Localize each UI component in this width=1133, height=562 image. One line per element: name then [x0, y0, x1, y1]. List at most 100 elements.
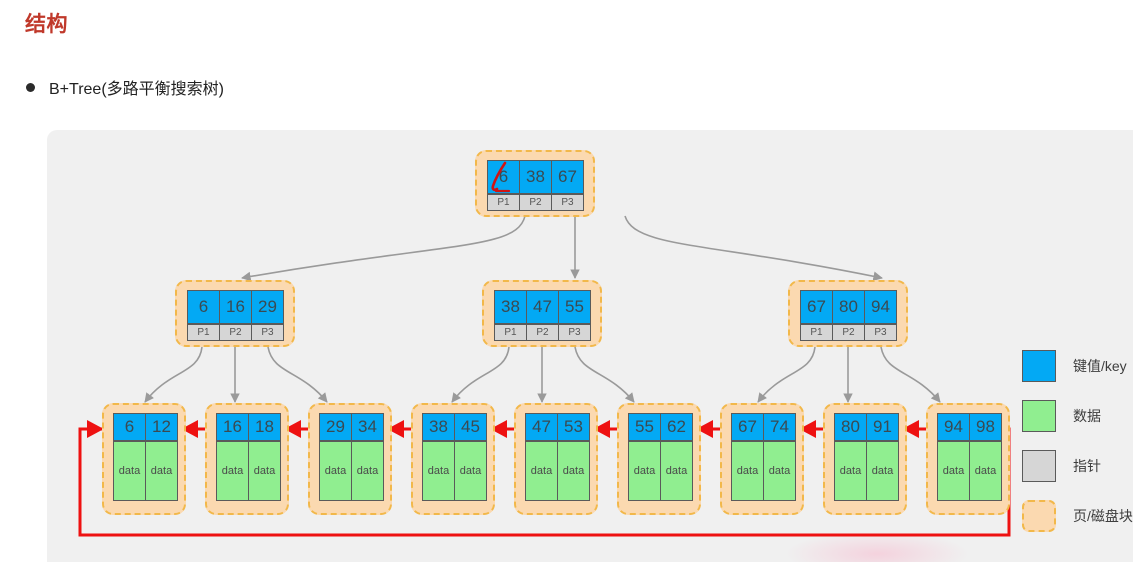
internal-key-cell[interactable]: 6 [187, 290, 220, 324]
leaf-data-cell[interactable]: data [145, 441, 178, 501]
leaf-key-row: 47 53 [525, 413, 590, 441]
leaf-key-cell[interactable]: 80 [834, 413, 867, 441]
internal-key-cell[interactable]: 55 [558, 290, 591, 324]
btree-leaf-node[interactable]: 38 45 data data [411, 403, 495, 515]
leaf-data-row: data data [319, 441, 384, 501]
leaf-data-row: data data [937, 441, 1002, 501]
btree-leaf-node[interactable]: 16 18 data data [205, 403, 289, 515]
btree-internal-node[interactable]: 6 16 29 P1 P2 P3 [175, 280, 295, 347]
leaf-key-cell[interactable]: 62 [660, 413, 693, 441]
internal-pointer-row: P1 P2 P3 [800, 324, 897, 341]
leaf-data-cell[interactable]: data [731, 441, 764, 501]
root-pointer-cell[interactable]: P3 [551, 194, 584, 211]
leaf-data-cell[interactable]: data [248, 441, 281, 501]
root-key-cell[interactable]: 38 [519, 160, 552, 194]
leaf-data-cell[interactable]: data [937, 441, 970, 501]
leaf-data-cell[interactable]: data [422, 441, 455, 501]
leaf-key-cell[interactable]: 45 [454, 413, 487, 441]
leaf-data-cell[interactable]: data [525, 441, 558, 501]
leaf-data-cell[interactable]: data [628, 441, 661, 501]
page-title: 结构 [25, 13, 68, 36]
bullet-list-item: B+Tree(多路平衡搜索树) [26, 75, 224, 99]
internal-key-cell[interactable]: 67 [800, 290, 833, 324]
leaf-key-cell[interactable]: 67 [731, 413, 764, 441]
internal-to-leaf-connectors [144, 346, 941, 403]
leaf-data-cell[interactable]: data [660, 441, 693, 501]
leaf-data-cell[interactable]: data [834, 441, 867, 501]
internal-key-cell[interactable]: 47 [526, 290, 559, 324]
leaf-key-row: 6 12 [113, 413, 178, 441]
data-color-swatch [1022, 400, 1056, 432]
leaf-data-cell[interactable]: data [866, 441, 899, 501]
leaf-key-row: 55 62 [628, 413, 693, 441]
leaf-data-cell[interactable]: data [557, 441, 590, 501]
btree-leaf-node[interactable]: 47 53 data data [514, 403, 598, 515]
leaf-data-row: data data [216, 441, 281, 501]
leaf-key-cell[interactable]: 98 [969, 413, 1002, 441]
leaf-key-cell[interactable]: 53 [557, 413, 590, 441]
leaf-key-cell[interactable]: 29 [319, 413, 352, 441]
legend-label: 键值/key [1073, 358, 1127, 374]
btree-leaf-node[interactable]: 94 98 data data [926, 403, 1010, 515]
internal-pointer-cell[interactable]: P2 [526, 324, 559, 341]
leaf-key-cell[interactable]: 47 [525, 413, 558, 441]
internal-pointer-cell[interactable]: P2 [219, 324, 252, 341]
root-to-internal-connectors [241, 215, 883, 282]
internal-pointer-cell[interactable]: P3 [864, 324, 897, 341]
legend-item-data: 数据 [1022, 400, 1133, 432]
key-color-swatch [1022, 350, 1056, 382]
legend-label: 指针 [1073, 458, 1101, 474]
btree-leaf-node[interactable]: 80 91 data data [823, 403, 907, 515]
internal-key-cell[interactable]: 38 [494, 290, 527, 324]
pointer-color-swatch [1022, 450, 1056, 482]
leaf-data-cell[interactable]: data [113, 441, 146, 501]
leaf-key-cell[interactable]: 16 [216, 413, 249, 441]
btree-leaf-node[interactable]: 67 74 data data [720, 403, 804, 515]
legend: 键值/key 数据 指针 页/磁盘块 [1022, 350, 1133, 532]
leaf-data-cell[interactable]: data [351, 441, 384, 501]
btree-internal-node[interactable]: 38 47 55 P1 P2 P3 [482, 280, 602, 347]
leaf-key-cell[interactable]: 38 [422, 413, 455, 441]
leaf-key-cell[interactable]: 94 [937, 413, 970, 441]
internal-key-cell[interactable]: 80 [832, 290, 865, 324]
btree-root-node[interactable]: 6 38 67 P1 P2 P3 [475, 150, 595, 217]
root-pointer-cell[interactable]: P1 [487, 194, 520, 211]
internal-key-cell[interactable]: 94 [864, 290, 897, 324]
root-key-row: 6 38 67 [487, 160, 584, 194]
leaf-key-cell[interactable]: 6 [113, 413, 146, 441]
internal-key-cell[interactable]: 29 [251, 290, 284, 324]
leaf-key-cell[interactable]: 18 [248, 413, 281, 441]
leaf-key-cell[interactable]: 74 [763, 413, 796, 441]
leaf-key-cell[interactable]: 34 [351, 413, 384, 441]
leaf-data-row: data data [628, 441, 693, 501]
leaf-key-row: 38 45 [422, 413, 487, 441]
internal-pointer-cell[interactable]: P3 [558, 324, 591, 341]
root-pointer-cell[interactable]: P2 [519, 194, 552, 211]
btree-leaf-node[interactable]: 6 12 data data [102, 403, 186, 515]
root-key-cell[interactable]: 6 [487, 160, 520, 194]
legend-label: 页/磁盘块 [1073, 508, 1133, 524]
leaf-key-cell[interactable]: 12 [145, 413, 178, 441]
btree-internal-node[interactable]: 67 80 94 P1 P2 P3 [788, 280, 908, 347]
leaf-data-cell[interactable]: data [216, 441, 249, 501]
leaf-data-cell[interactable]: data [763, 441, 796, 501]
internal-pointer-cell[interactable]: P3 [251, 324, 284, 341]
leaf-data-cell[interactable]: data [319, 441, 352, 501]
internal-key-cell[interactable]: 16 [219, 290, 252, 324]
leaf-key-cell[interactable]: 55 [628, 413, 661, 441]
root-pointer-row: P1 P2 P3 [487, 194, 584, 211]
bullet-dot-icon [26, 82, 35, 92]
internal-pointer-cell[interactable]: P2 [832, 324, 865, 341]
internal-key-row: 67 80 94 [800, 290, 897, 324]
leaf-data-cell[interactable]: data [969, 441, 1002, 501]
btree-leaf-node[interactable]: 29 34 data data [308, 403, 392, 515]
internal-pointer-cell[interactable]: P1 [800, 324, 833, 341]
root-key-cell[interactable]: 67 [551, 160, 584, 194]
btree-leaf-node[interactable]: 55 62 data data [617, 403, 701, 515]
internal-pointer-row: P1 P2 P3 [187, 324, 284, 341]
leaf-data-cell[interactable]: data [454, 441, 487, 501]
internal-pointer-cell[interactable]: P1 [494, 324, 527, 341]
leaf-key-cell[interactable]: 91 [866, 413, 899, 441]
internal-pointer-cell[interactable]: P1 [187, 324, 220, 341]
page-color-swatch [1022, 500, 1056, 532]
